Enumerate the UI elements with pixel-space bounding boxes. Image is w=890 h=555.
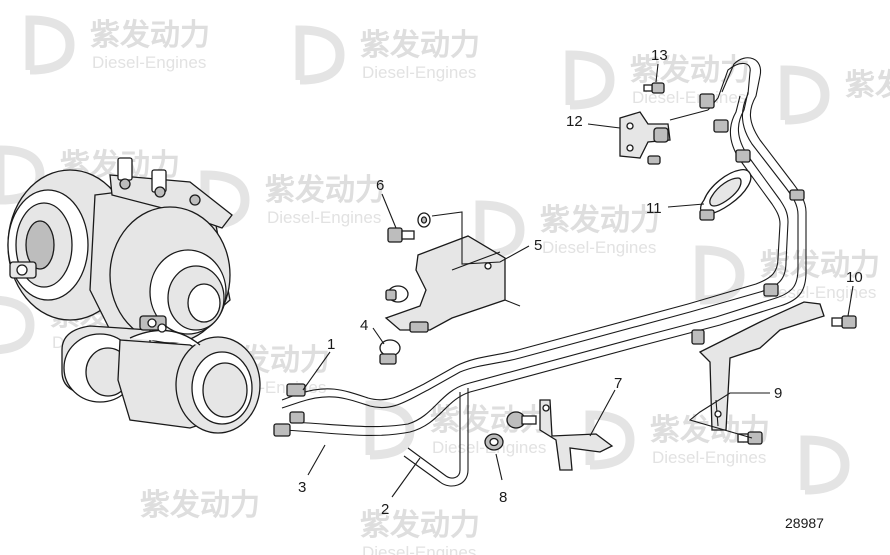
watermark-8: 紫发动力 Diesel-Engines [695,245,880,305]
watermark-6: 紫发动力 Diesel-Engines [200,170,385,230]
leader-lines [302,63,854,498]
svg-text:紫发动力: 紫发动力 [760,248,880,283]
svg-text:Diesel-Engines: Diesel-Engines [542,238,656,257]
callout-2: 2 [381,501,389,518]
sensor-12 [619,93,729,165]
bracket-7 [539,399,614,471]
bracket-9 [698,301,825,431]
bracket-5 [384,235,521,333]
callout-4: 4 [360,317,368,334]
bolt-10 [737,283,857,445]
watermark-4: 紫发动力 [780,65,890,125]
callout-5: 5 [534,237,542,254]
callout-8: 8 [499,489,507,506]
callout-10: 10 [846,269,863,286]
svg-text:紫发动力: 紫发动力 [90,18,210,53]
watermark-11: 紫发动力 Diesel-Engines [365,400,550,460]
svg-text:紫发动力: 紫发动力 [630,53,750,88]
callout-13: 13 [651,47,668,64]
svg-text:紫发动力: 紫发动力 [265,173,385,208]
callout-3: 3 [298,479,306,496]
svg-text:Diesel-Engines: Diesel-Engines [762,283,876,302]
screw-13 [643,82,665,94]
svg-text:紫发动力: 紫发动力 [140,488,260,523]
watermark-13 [800,435,850,495]
svg-text:Diesel-Engines: Diesel-Engines [362,63,476,82]
svg-text:Diesel-Engines: Diesel-Engines [652,448,766,467]
watermark-3: 紫发动力 Diesel-Engines [565,50,750,110]
callout-9: 9 [774,385,782,402]
bolt-6 [387,212,431,243]
oil-lines [273,57,807,487]
callout-7: 7 [614,375,622,392]
clamp-11 [699,149,752,221]
watermark-1: 紫发动力 Diesel-Engines [25,15,210,75]
svg-text:Diesel-Engines: Diesel-Engines [92,53,206,72]
turbocharger [7,157,261,434]
callout-11: 11 [646,200,662,217]
callout-1: 1 [327,336,335,353]
figure-number: 28987 [785,515,824,531]
svg-text:Diesel-Engines: Diesel-Engines [362,543,476,555]
watermark-15: 紫发动力 Diesel-Engines [360,508,480,555]
bolt-8 [484,411,537,451]
callout-6: 6 [376,177,384,194]
svg-text:紫发动力: 紫发动力 [540,203,660,238]
watermark-2: 紫发动力 Diesel-Engines [295,25,480,85]
clip-1 [286,383,306,397]
watermark-7: 紫发动力 Diesel-Engines [475,200,660,260]
svg-text:紫发动力: 紫发动力 [360,508,480,543]
svg-text:Diesel-Engines: Diesel-Engines [267,208,381,227]
svg-text:紫发动力: 紫发动力 [845,68,890,103]
callout-12: 12 [566,113,583,130]
watermark-14: 紫发动力 [140,488,260,523]
clamp-4 [379,285,409,365]
svg-text:紫发动力: 紫发动力 [360,28,480,63]
callout-numbers: 1 2 3 4 5 6 7 8 9 10 11 12 13 [298,47,863,518]
